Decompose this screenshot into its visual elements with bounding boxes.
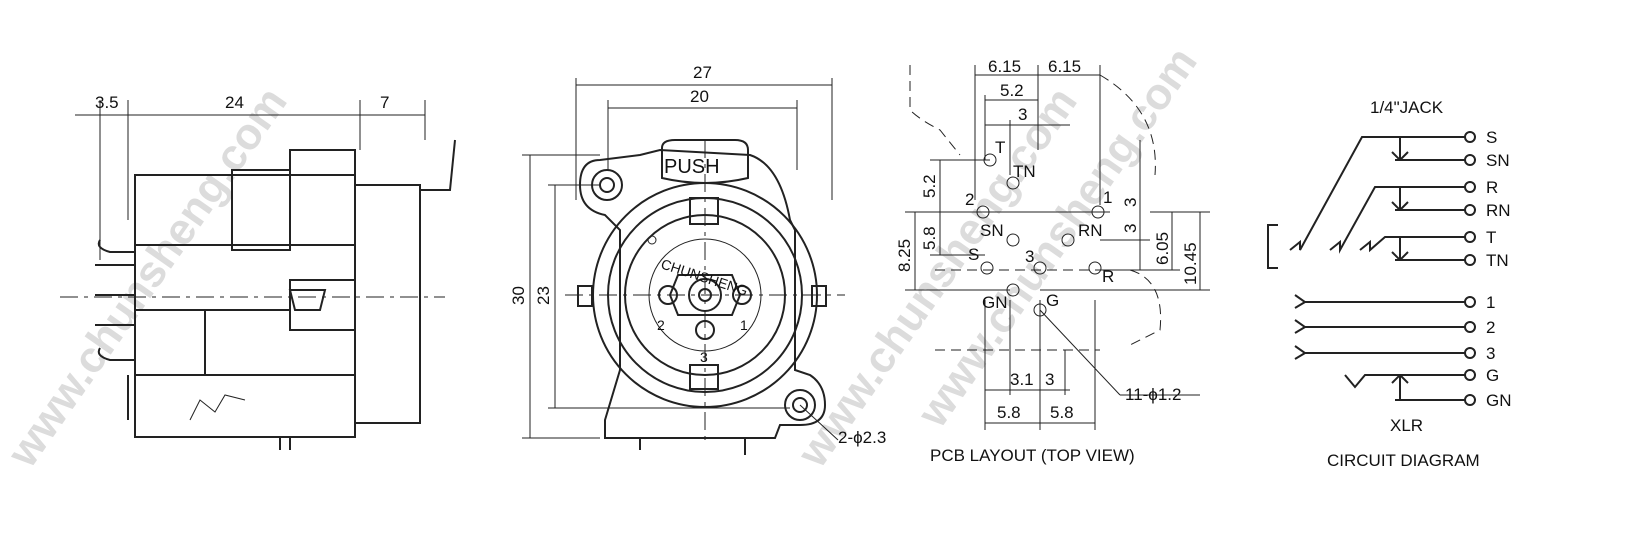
front-pin-1: 1 bbox=[740, 317, 748, 333]
pcb-left-dim-2: 5.8 bbox=[920, 226, 939, 250]
pcb-bottom-dim-1: 3.1 bbox=[1010, 370, 1034, 389]
jack-terminal-T: T bbox=[1486, 228, 1496, 247]
side-view: 3.5 24 7 bbox=[60, 93, 456, 450]
pcb-layout: 6.15 6.15 5.2 3 5.2 5.8 8.25 3 3 6.05 10… bbox=[895, 57, 1210, 465]
pcb-pin-R: R bbox=[1102, 267, 1114, 286]
xlr-terminal-GN: GN bbox=[1486, 391, 1512, 410]
side-dim-24: 24 bbox=[225, 93, 244, 112]
pcb-pin-TN: TN bbox=[1013, 162, 1036, 181]
pcb-pin-GN: GN bbox=[982, 293, 1008, 312]
push-label: PUSH bbox=[664, 156, 720, 178]
side-dim-3-5: 3.5 bbox=[95, 93, 119, 112]
pcb-pin-T: T bbox=[995, 138, 1005, 157]
brand-label: CHUNSHENG bbox=[659, 256, 750, 299]
xlr-terminal-2: 2 bbox=[1486, 318, 1495, 337]
jack-title: 1/4"JACK bbox=[1370, 98, 1444, 117]
pcb-bottom-dim-3: 5.8 bbox=[997, 403, 1021, 422]
front-dim-30: 30 bbox=[509, 286, 528, 305]
side-dim-7: 7 bbox=[380, 93, 389, 112]
pcb-top-dim-1: 6.15 bbox=[988, 57, 1021, 76]
jack-terminal-S: S bbox=[1486, 128, 1497, 147]
pcb-bottom-dim-2: 3 bbox=[1045, 370, 1054, 389]
pcb-top-dim-2: 6.15 bbox=[1048, 57, 1081, 76]
pcb-bottom-dim-4: 5.8 bbox=[1050, 403, 1074, 422]
pcb-pin-SN: SN bbox=[980, 221, 1004, 240]
xlr-label: XLR bbox=[1390, 416, 1423, 435]
pcb-right-dim-1: 3 bbox=[1121, 198, 1140, 207]
xlr-terminal-3: 3 bbox=[1486, 344, 1495, 363]
pcb-pin-3: 3 bbox=[1025, 247, 1034, 266]
xlr-terminal-G: G bbox=[1486, 366, 1499, 385]
pcb-hole-note: 11-ϕ1.2 bbox=[1125, 385, 1181, 404]
pcb-right-dim-3: 6.05 bbox=[1153, 232, 1172, 265]
jack-terminal-R: R bbox=[1486, 178, 1498, 197]
front-dim-23: 23 bbox=[534, 286, 553, 305]
pcb-pin-S: S bbox=[968, 245, 979, 264]
front-hole-note: 2-ϕ2.3 bbox=[838, 428, 886, 447]
pcb-pin-RN: RN bbox=[1078, 221, 1103, 240]
pcb-caption: PCB LAYOUT (TOP VIEW) bbox=[930, 446, 1135, 465]
jack-terminal-SN: SN bbox=[1486, 151, 1510, 170]
watermark-1: www.chunsheng.com bbox=[0, 78, 297, 476]
pcb-top-dim-3: 5.2 bbox=[1000, 81, 1024, 100]
pcb-right-dim-2: 3 bbox=[1121, 224, 1140, 233]
front-pin-2: 2 bbox=[657, 317, 665, 333]
pcb-pin-2: 2 bbox=[965, 190, 974, 209]
pcb-pin-1: 1 bbox=[1103, 188, 1112, 207]
front-dim-20: 20 bbox=[690, 87, 709, 106]
jack-terminal-TN: TN bbox=[1486, 251, 1509, 270]
front-dim-27: 27 bbox=[693, 63, 712, 82]
pcb-pin-G: G bbox=[1046, 291, 1059, 310]
circuit-diagram: 1/4"JACK bbox=[1267, 98, 1512, 470]
circuit-caption: CIRCUIT DIAGRAM bbox=[1327, 451, 1480, 470]
jack-terminal-RN: RN bbox=[1486, 201, 1511, 220]
pcb-left-dim-1: 5.2 bbox=[920, 174, 939, 198]
pcb-right-dim-4: 10.45 bbox=[1181, 242, 1200, 285]
xlr-terminal-1: 1 bbox=[1486, 293, 1495, 312]
pcb-top-dim-4: 3 bbox=[1018, 105, 1027, 124]
pcb-left-dim-3: 8.25 bbox=[895, 239, 914, 272]
front-pin-3: 3 bbox=[700, 349, 708, 365]
